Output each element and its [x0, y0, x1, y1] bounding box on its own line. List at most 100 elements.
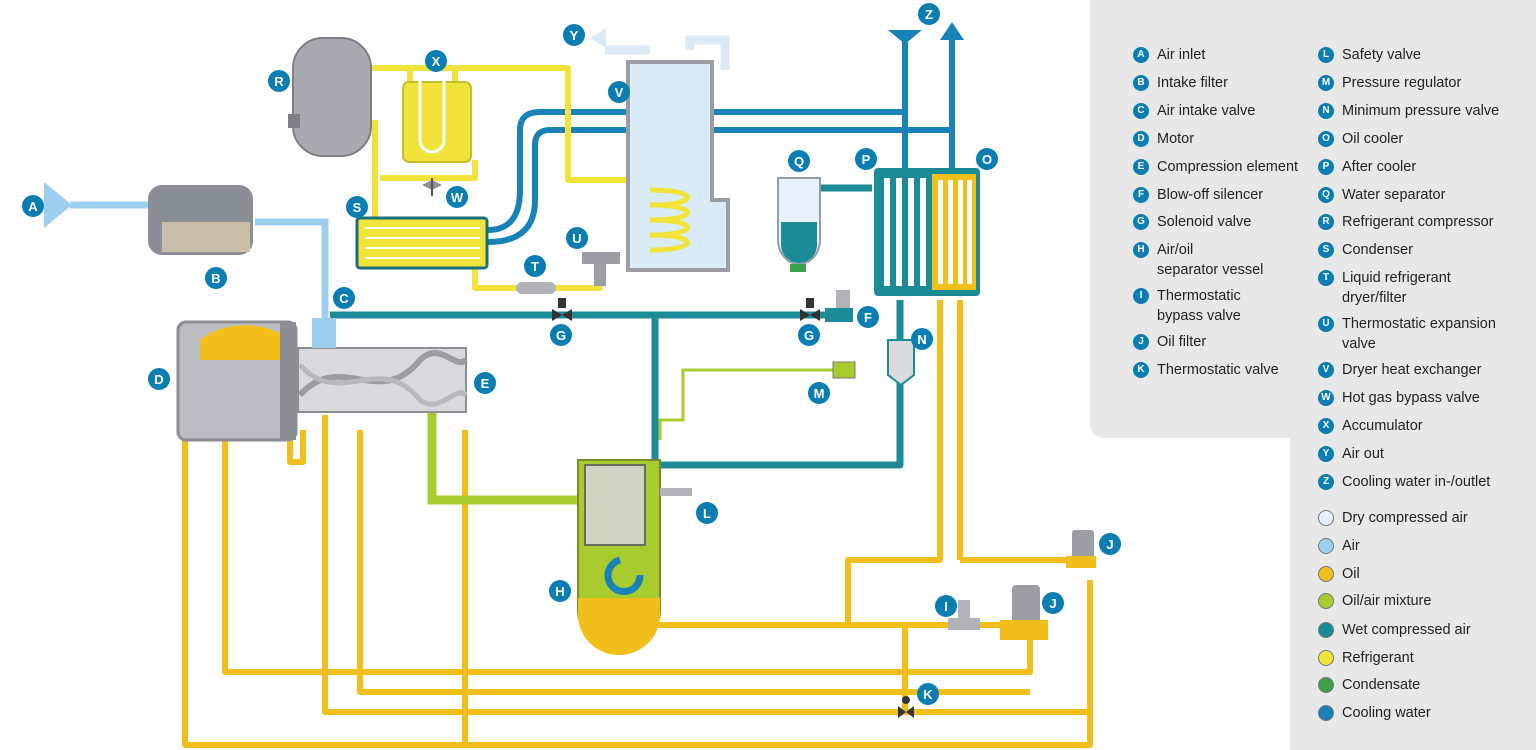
- legend-label: Air: [1342, 538, 1360, 554]
- legend-label: Air intake valve: [1157, 103, 1256, 119]
- tag-air-intake-valve: C: [333, 287, 355, 309]
- legend-item-e: E Compression element: [1133, 157, 1298, 177]
- tag-air-inlet: A: [22, 195, 44, 217]
- pressure-regulator: [832, 361, 856, 379]
- after-and-oil-cooler: [874, 168, 980, 296]
- tag-water-separator: Q: [788, 150, 810, 172]
- legend-badge: P: [1318, 159, 1334, 175]
- legend-media-cooling-water: Cooling water: [1318, 703, 1431, 723]
- legend-label: Solenoid valve: [1157, 214, 1252, 230]
- swatch-wet-air: [1318, 622, 1334, 638]
- legend-badge: H: [1133, 242, 1149, 258]
- tag-motor: D: [148, 368, 170, 390]
- tag-minimum-pressure-valve: N: [911, 328, 933, 350]
- swatch-oil-air: [1318, 593, 1334, 609]
- legend-label: Wet compressed air: [1342, 622, 1471, 638]
- legend-panel: [1090, 0, 1536, 438]
- refrigerant-compressor: [288, 37, 372, 157]
- legend-label: Thermostatic expansion valve: [1342, 316, 1496, 352]
- air-out-arrow: [590, 28, 606, 48]
- tag-blow-off-silencer: F: [857, 306, 879, 328]
- legend-badge: L: [1318, 47, 1334, 63]
- compression-element: [297, 318, 469, 413]
- legend-badge: K: [1133, 362, 1149, 378]
- legend-label: Thermostatic valve: [1157, 362, 1279, 378]
- legend-label: After cooler: [1342, 159, 1417, 175]
- legend-item-a: A Air inlet: [1133, 45, 1205, 65]
- legend-label: Intake filter: [1157, 75, 1228, 91]
- legend-badge: A: [1133, 47, 1149, 63]
- swatch-oil: [1318, 566, 1334, 582]
- legend-item-l: L Safety valve: [1318, 45, 1421, 65]
- legend-label: Safety valve: [1342, 47, 1421, 63]
- refrigerant-dryer: [516, 282, 556, 294]
- tag-after-cooler: P: [855, 148, 877, 170]
- legend-badge: E: [1133, 159, 1149, 175]
- legend-badge: B: [1133, 75, 1149, 91]
- safety-valve: [660, 488, 692, 496]
- oil-air-line: [427, 410, 580, 505]
- oil-lines: [182, 300, 1093, 748]
- condenser: [355, 216, 489, 270]
- legend-label: Compression element: [1157, 159, 1299, 175]
- thermostatic-valve: [898, 696, 914, 718]
- legend-badge: I: [1133, 288, 1149, 304]
- legend-item-k: K Thermostatic valve: [1133, 360, 1279, 380]
- tag-intake-filter: B: [205, 267, 227, 289]
- legend-badge: M: [1318, 75, 1334, 91]
- legend-badge: Q: [1318, 187, 1334, 203]
- swatch-refrigerant: [1318, 650, 1334, 666]
- tag-thermostatic-valve: K: [917, 683, 939, 705]
- minimum-pressure-valve: [887, 339, 915, 387]
- tag-solenoid-valve-1: G: [550, 324, 572, 346]
- air-lines: [70, 201, 329, 320]
- legend-label: Dry compressed air: [1342, 510, 1468, 526]
- legend-item-o: O Oil cooler: [1318, 129, 1403, 149]
- legend-label: Air inlet: [1157, 47, 1206, 63]
- regulator-line: [658, 368, 833, 440]
- oil-filters: [1000, 530, 1096, 640]
- legend-badge: X: [1318, 418, 1334, 434]
- legend-badge: U: [1318, 316, 1334, 332]
- legend-label: Cooling water: [1342, 705, 1431, 721]
- legend-label: Oil: [1342, 566, 1360, 582]
- cooling-water-lines: [487, 35, 955, 245]
- air-inlet-funnel: [44, 182, 72, 228]
- tag-cooling-water: Z: [918, 3, 940, 25]
- legend-label: Oil cooler: [1342, 131, 1404, 147]
- expansion-valve: [582, 252, 620, 286]
- legend-badge: W: [1318, 390, 1334, 406]
- legend-media-wet-air: Wet compressed air: [1318, 620, 1471, 640]
- legend-label: Condenser: [1342, 242, 1413, 258]
- tag-hot-gas-bypass: W: [446, 186, 468, 208]
- legend-label: Minimum pressure valve: [1342, 103, 1500, 119]
- tag-compression-element: E: [474, 372, 496, 394]
- tag-separator-vessel: H: [549, 580, 571, 602]
- legend-label: Accumulator: [1342, 418, 1423, 434]
- legend-media-condensate: Condensate: [1318, 675, 1420, 695]
- tag-safety-valve: L: [696, 502, 718, 524]
- legend-badge: N: [1318, 103, 1334, 119]
- legend-item-p: P After cooler: [1318, 157, 1416, 177]
- tag-condenser: S: [346, 196, 368, 218]
- legend-label: Oil/air mixture: [1342, 593, 1432, 609]
- legend-label: Blow-off silencer: [1157, 187, 1264, 203]
- legend-badge: O: [1318, 131, 1334, 147]
- legend-badge: F: [1133, 187, 1149, 203]
- legend-badge: V: [1318, 362, 1334, 378]
- water-out-arrow: [940, 22, 964, 40]
- tag-oil-cooler: O: [976, 148, 998, 170]
- blow-off-silencer: [825, 290, 853, 322]
